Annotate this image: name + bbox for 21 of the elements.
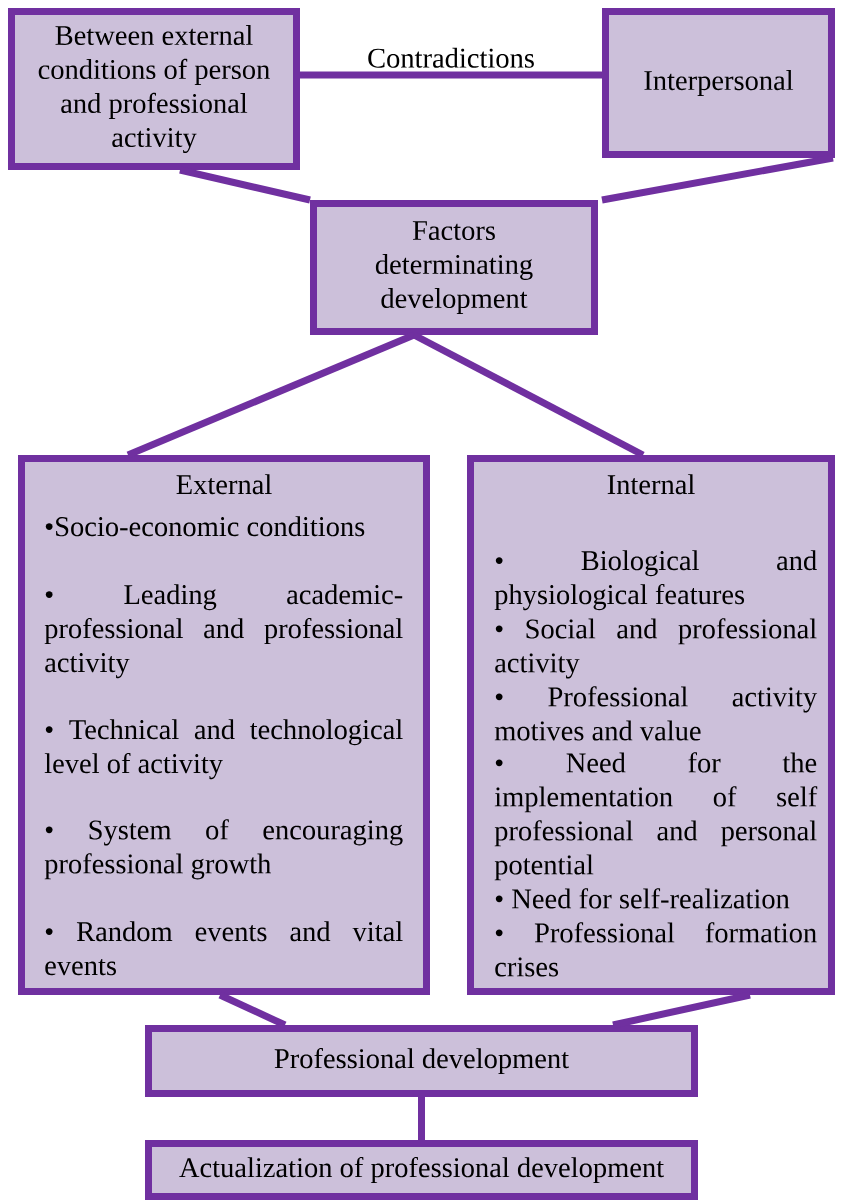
list-item: • Technical and technological level of activity — [44, 719, 403, 780]
edge-label: Contradictions — [368, 47, 534, 68]
list-item: • Need for the implementation of self professional and personal potential — [494, 752, 818, 881]
factor-panel — [467, 455, 835, 995]
text-box: Professional development — [145, 1025, 698, 1097]
text-box: Factors determinating development — [310, 200, 598, 335]
list-item: • Random events and vital events — [45, 921, 403, 976]
text-box: Interpersonal — [602, 8, 835, 158]
list-item: • Biological and physiological features — [494, 550, 817, 611]
text-box: Between external conditions of person and professional activity — [8, 8, 300, 170]
list-item: • Leading academic-professional and professional activity — [44, 584, 403, 679]
factor-panel — [18, 455, 430, 995]
list-item: • Professional formation crises — [495, 922, 817, 977]
list-item: • Professional activity motives and value — [494, 686, 818, 741]
panel-heading: External — [176, 474, 272, 495]
panel-heading: Internal — [607, 474, 695, 495]
text-box: Actualization of professional development — [145, 1140, 698, 1200]
list-item: •Socio-economic conditions — [45, 516, 365, 537]
list-item: • Need for self-realization — [495, 888, 790, 909]
list-item: • System of encouraging professional growth — [44, 819, 403, 880]
list-item: • Social and professional activity — [495, 618, 817, 679]
